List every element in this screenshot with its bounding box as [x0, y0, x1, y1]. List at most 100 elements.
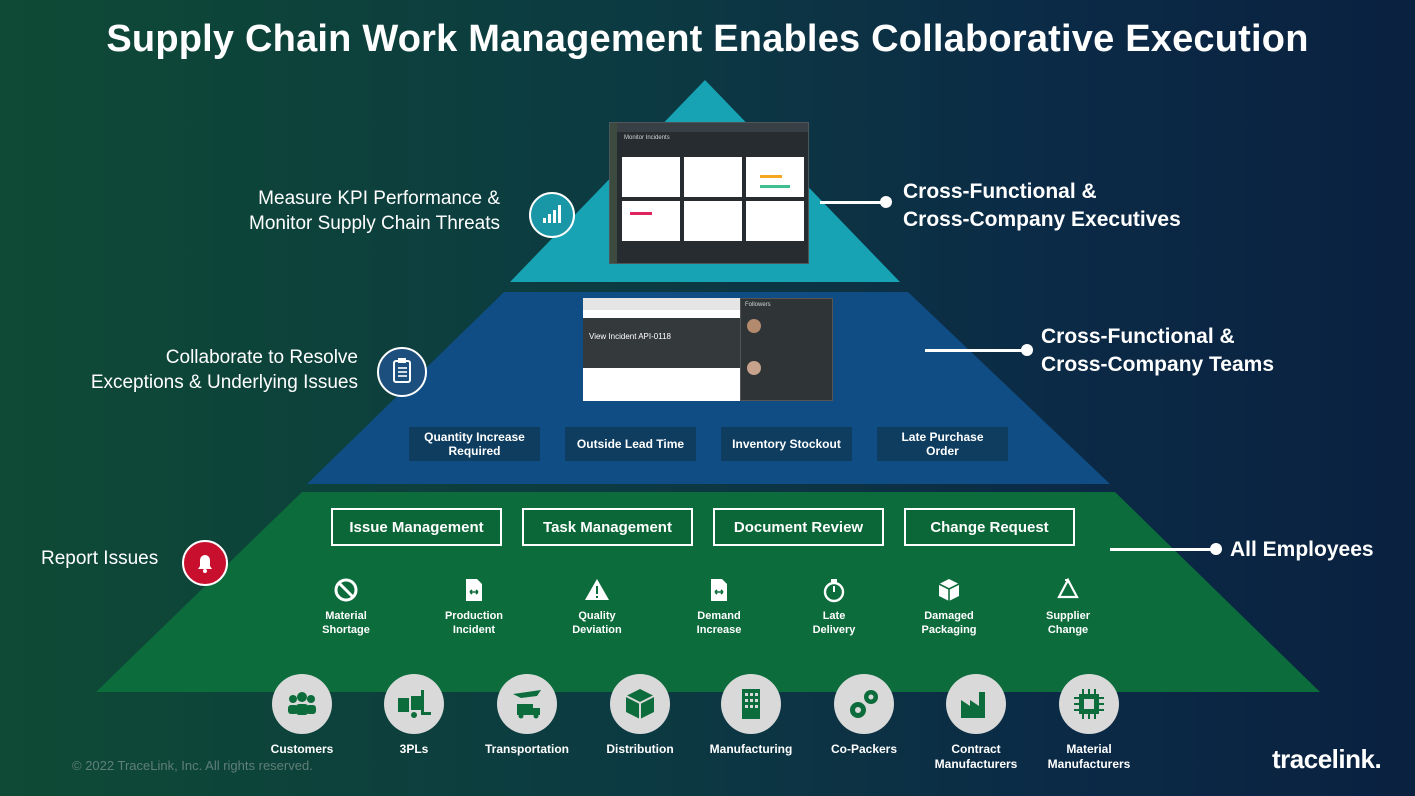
top-connector-line	[820, 201, 884, 204]
package-icon	[625, 689, 655, 719]
partner-label: Manufacturing	[709, 742, 793, 756]
middle-tier-left-label: Collaborate to Resolve Exceptions & Unde…	[40, 345, 358, 395]
partner-label: Transportation	[484, 742, 569, 756]
partner-label: Material	[1066, 742, 1112, 756]
incident-topbar	[583, 298, 741, 310]
middle-connector-dot	[1021, 344, 1033, 356]
dashboard-tile	[746, 201, 804, 241]
partner-label: Manufacturers	[934, 757, 1018, 771]
exception-box: Inventory Stockout	[721, 427, 852, 461]
partner-material-manufacturers: Material Manufacturers	[1029, 674, 1149, 772]
exception-box-line: Late Purchase	[901, 430, 984, 444]
issue-type-label: Increase	[696, 624, 742, 636]
bar-chart-icon	[529, 192, 575, 238]
prohibited-icon	[334, 578, 358, 602]
dashboard-kpi-bar	[760, 175, 782, 178]
clipboard-icon	[377, 347, 427, 397]
task-management-app: Task Management	[522, 508, 693, 546]
incident-collaboration-screenshot: View Incident API-0118 Followers	[583, 298, 833, 401]
page-title: Supply Chain Work Management Enables Col…	[106, 18, 1309, 60]
partner-contract-manufacturers: Contract Manufacturers	[916, 674, 1036, 772]
followers-panel: Followers	[740, 298, 833, 401]
top-connector-dot	[880, 196, 892, 208]
partner-manufacturing: Manufacturing	[691, 674, 811, 757]
pyramid-tier-bottom	[96, 492, 1320, 692]
change-request-app: Change Request	[904, 508, 1075, 546]
issue-type-label: Packaging	[921, 624, 977, 636]
copyright-notice: © 2022 TraceLink, Inc. All rights reserv…	[72, 758, 313, 773]
issue-type-label: Delivery	[812, 624, 856, 636]
partner-3pls: 3PLs	[354, 674, 474, 757]
top-right-line-2: Cross-Company Executives	[903, 208, 1181, 231]
alert-bell-icon	[182, 540, 228, 586]
top-tier-right-label: Cross-Functional & Cross-Company Executi…	[903, 178, 1181, 234]
issue-type-label: Deviation	[572, 624, 622, 636]
issue-type-label: Material	[325, 610, 367, 622]
avatar	[747, 319, 761, 333]
top-right-line-1: Cross-Functional &	[903, 180, 1097, 203]
exception-box: Outside Lead Time	[565, 427, 696, 461]
issue-type-label: Quality	[578, 610, 616, 622]
document-review-app: Document Review	[713, 508, 884, 546]
partner-label: 3PLs	[399, 742, 429, 756]
issue-type-supplier-change: Supplier Change	[1018, 577, 1118, 637]
exception-box-line: Order	[926, 444, 959, 458]
chip-icon	[1074, 689, 1104, 719]
followers-title: Followers	[745, 302, 771, 308]
gears-icon	[850, 690, 878, 718]
middle-label-line-2: Exceptions & Underlying Issues	[90, 372, 358, 393]
building-icon	[742, 689, 760, 719]
forklift-icon	[398, 690, 431, 718]
issue-type-quality-deviation: Quality Deviation	[547, 577, 647, 637]
partner-customers: Customers	[242, 674, 362, 757]
middle-tier-right-label: Cross-Functional & Cross-Company Teams	[1041, 323, 1274, 379]
top-label-line-1: Measure KPI Performance &	[258, 188, 500, 209]
tracelink-logo[interactable]: tracelink.	[1272, 744, 1382, 774]
dashboard-tile	[684, 157, 742, 197]
dashboard-title: Monitor Incidents	[624, 135, 670, 141]
exception-box-line: Quantity Increase	[424, 430, 525, 444]
issue-type-label: Shortage	[322, 624, 370, 636]
issue-type-label: Incident	[452, 624, 496, 636]
dashboard-tile	[622, 157, 680, 197]
stopwatch-icon	[823, 579, 845, 603]
middle-right-line-1: Cross-Functional &	[1041, 325, 1235, 348]
issue-management-app: Issue Management	[331, 508, 502, 546]
incident-title: View Incident API-0118	[589, 332, 671, 341]
middle-connector-line	[925, 349, 1025, 352]
issue-type-material-shortage: Material Shortage	[296, 577, 396, 637]
issue-type-label: Change	[1047, 624, 1089, 636]
middle-label-line-1: Collaborate to Resolve	[165, 347, 358, 368]
recycle-icon	[1057, 577, 1079, 599]
exception-box-line: Required	[448, 444, 501, 458]
issue-type-label: Late	[822, 610, 846, 622]
issue-type-label: Damaged	[924, 610, 974, 622]
dashboard-tile	[684, 201, 742, 241]
bottom-connector-line	[1110, 548, 1214, 551]
issue-type-label: Supplier	[1045, 610, 1090, 622]
kpi-dashboard-screenshot: Monitor Incidents	[609, 122, 809, 264]
dashboard-topbar	[617, 123, 808, 132]
bottom-connector-dot	[1210, 543, 1222, 555]
factory-icon	[961, 692, 985, 718]
avatar	[747, 361, 761, 375]
partner-label: Co-Packers	[830, 742, 898, 756]
dashboard-sidebar	[610, 123, 617, 263]
issue-type-label: Production	[444, 610, 504, 622]
exception-box-line: Outside Lead Time	[576, 437, 685, 451]
bottom-tier-right-label: All Employees	[1230, 538, 1374, 561]
top-tier-left-label: Measure KPI Performance & Monitor Supply…	[200, 186, 500, 236]
issue-type-production-incident: Production Incident	[424, 577, 524, 637]
partner-label: Customers	[270, 742, 334, 756]
partner-transportation: Transportation	[467, 674, 587, 757]
dashboard-tile	[622, 201, 680, 241]
partner-label: Contract	[951, 742, 1001, 756]
issue-type-demand-increase: Demand Increase	[669, 577, 769, 637]
issue-type-late-delivery: Late Delivery	[784, 577, 884, 637]
partner-label: Manufacturers	[1047, 757, 1131, 771]
box-icon	[938, 579, 960, 601]
warning-icon	[585, 579, 609, 600]
